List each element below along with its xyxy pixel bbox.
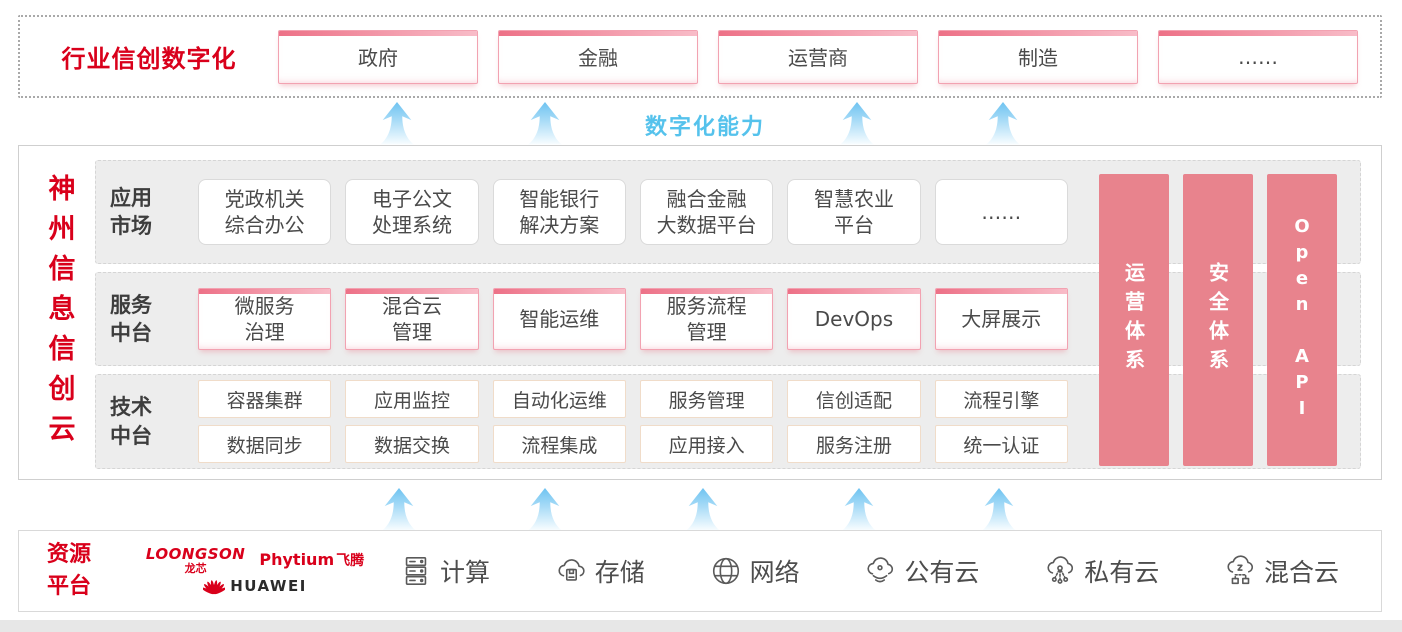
cloud-platform-panel: 神州信息信创云 应用 市场 党政机关综合办公 电子公文处理系统 智能银行解决方案… bbox=[18, 145, 1382, 480]
network-icon bbox=[712, 557, 739, 585]
tech-box: 服务管理 bbox=[639, 380, 774, 418]
phytium-logo: Phytium 飞腾 bbox=[259, 550, 365, 569]
service-box: 混合云管理 bbox=[345, 288, 479, 350]
private-cloud-icon bbox=[1047, 556, 1074, 584]
up-arrow-icon bbox=[686, 487, 720, 531]
up-arrow-icon bbox=[840, 101, 874, 145]
resource-band: 资源 平台 LOONGSON 龙芯 Phytium 飞腾 bbox=[18, 530, 1382, 612]
resource-item-private-cloud: 私有云 bbox=[1043, 553, 1159, 589]
app-box-list: 党政机关综合办公 电子公文处理系统 智能银行解决方案 融合金融大数据平台 智慧农… bbox=[198, 179, 1068, 245]
huawei-flower-icon bbox=[203, 579, 226, 594]
up-arrow-icon bbox=[380, 101, 414, 145]
up-arrow-icon bbox=[382, 487, 416, 531]
app-market-label: 应用 市场 bbox=[110, 185, 152, 238]
capability-label: 数字化能力 bbox=[644, 115, 765, 140]
public-cloud-icon bbox=[867, 557, 894, 583]
resource-item-storage: 存储 bbox=[554, 553, 645, 589]
service-box: 智能运维 bbox=[492, 288, 626, 350]
huawei-logo: HUAWEI bbox=[203, 577, 307, 596]
tech-box: 数据同步 bbox=[198, 425, 332, 463]
app-box: 智能银行解决方案 bbox=[492, 179, 626, 245]
service-platform-row: 服务 中台 微服务治理 混合云管理 智能运维 服务流程管理 DevOps 大屏展… bbox=[95, 272, 1361, 366]
app-box: 党政机关综合办公 bbox=[198, 179, 332, 245]
up-arrow-icon bbox=[528, 101, 562, 145]
app-market-row: 应用 市场 党政机关综合办公 电子公文处理系统 智能银行解决方案 融合金融大数据… bbox=[95, 160, 1361, 264]
service-box: 服务流程管理 bbox=[639, 288, 774, 350]
tech-box: 服务注册 bbox=[787, 425, 921, 463]
sector-box-finance: 金融 bbox=[498, 29, 698, 84]
tech-box: 应用监控 bbox=[345, 380, 479, 418]
service-box: 微服务治理 bbox=[198, 288, 332, 350]
sector-box-more: …… bbox=[1158, 29, 1358, 84]
tech-platform-row: 技术 中台 容器集群 应用监控 自动化运维 服务管理 信创适配 流程引擎 数据同… bbox=[95, 374, 1361, 469]
tech-box: 容器集群 bbox=[198, 380, 332, 418]
up-arrow-icon bbox=[986, 101, 1020, 145]
sector-box-manufacturing: 制造 bbox=[938, 29, 1138, 84]
footer-bar bbox=[0, 620, 1402, 632]
tech-box: 流程引擎 bbox=[934, 380, 1068, 418]
pillar-security: 安全体系 bbox=[1183, 174, 1253, 466]
compute-icon bbox=[405, 556, 427, 586]
app-box: 智慧农业平台 bbox=[787, 179, 921, 245]
app-box: 融合金融大数据平台 bbox=[639, 179, 774, 245]
service-box-list: 微服务治理 混合云管理 智能运维 服务流程管理 DevOps 大屏展示 bbox=[198, 288, 1068, 350]
up-arrow-icon bbox=[528, 487, 562, 531]
service-platform-label: 服务 中台 bbox=[110, 292, 152, 345]
service-box: 大屏展示 bbox=[934, 288, 1068, 350]
service-box: DevOps bbox=[787, 288, 921, 350]
resource-title: 资源 平台 bbox=[47, 542, 92, 599]
platform-rows: 应用 市场 党政机关综合办公 电子公文处理系统 智能银行解决方案 融合金融大数据… bbox=[95, 160, 1361, 469]
hybrid-cloud-icon bbox=[1227, 555, 1254, 585]
pillar-open-api: Open API bbox=[1267, 174, 1337, 466]
tech-box: 数据交换 bbox=[345, 425, 479, 463]
storage-icon bbox=[558, 559, 585, 581]
resource-item-public-cloud: 公有云 bbox=[863, 553, 979, 589]
tech-box: 自动化运维 bbox=[492, 380, 626, 418]
loongson-logo: LOONGSON 龙芯 bbox=[145, 544, 246, 575]
platform-title: 神州信息信创云 bbox=[43, 173, 75, 454]
tech-box-grid: 容器集群 应用监控 自动化运维 服务管理 信创适配 流程引擎 数据同步 数据交换… bbox=[198, 380, 1068, 463]
sector-box-list: 政府 金融 运营商 制造 …… bbox=[278, 29, 1358, 84]
vendor-logos: LOONGSON 龙芯 Phytium 飞腾 bbox=[139, 544, 371, 596]
tech-box: 统一认证 bbox=[934, 425, 1068, 463]
up-arrow-icon bbox=[982, 487, 1016, 531]
pillar-operations: 运营体系 bbox=[1099, 174, 1169, 466]
resource-item-hybrid-cloud: 混合云 bbox=[1223, 553, 1339, 589]
resource-item-list: 计算 存储 网络 bbox=[399, 553, 1339, 589]
tech-platform-label: 技术 中台 bbox=[110, 395, 152, 448]
sector-box-operator: 运营商 bbox=[718, 29, 918, 84]
resource-item-compute: 计算 bbox=[399, 553, 490, 589]
app-box-more: …… bbox=[934, 179, 1068, 245]
industry-band-title: 行业信创数字化 bbox=[61, 45, 237, 73]
up-arrow-icon bbox=[842, 487, 876, 531]
resource-item-network: 网络 bbox=[709, 553, 800, 589]
tech-box: 应用接入 bbox=[639, 425, 774, 463]
tech-box: 信创适配 bbox=[787, 380, 921, 418]
tech-box: 流程集成 bbox=[492, 425, 626, 463]
sector-box-government: 政府 bbox=[278, 29, 478, 84]
industry-band: 行业信创数字化 政府 金融 运营商 制造 …… bbox=[18, 15, 1382, 98]
app-box: 电子公文处理系统 bbox=[345, 179, 479, 245]
